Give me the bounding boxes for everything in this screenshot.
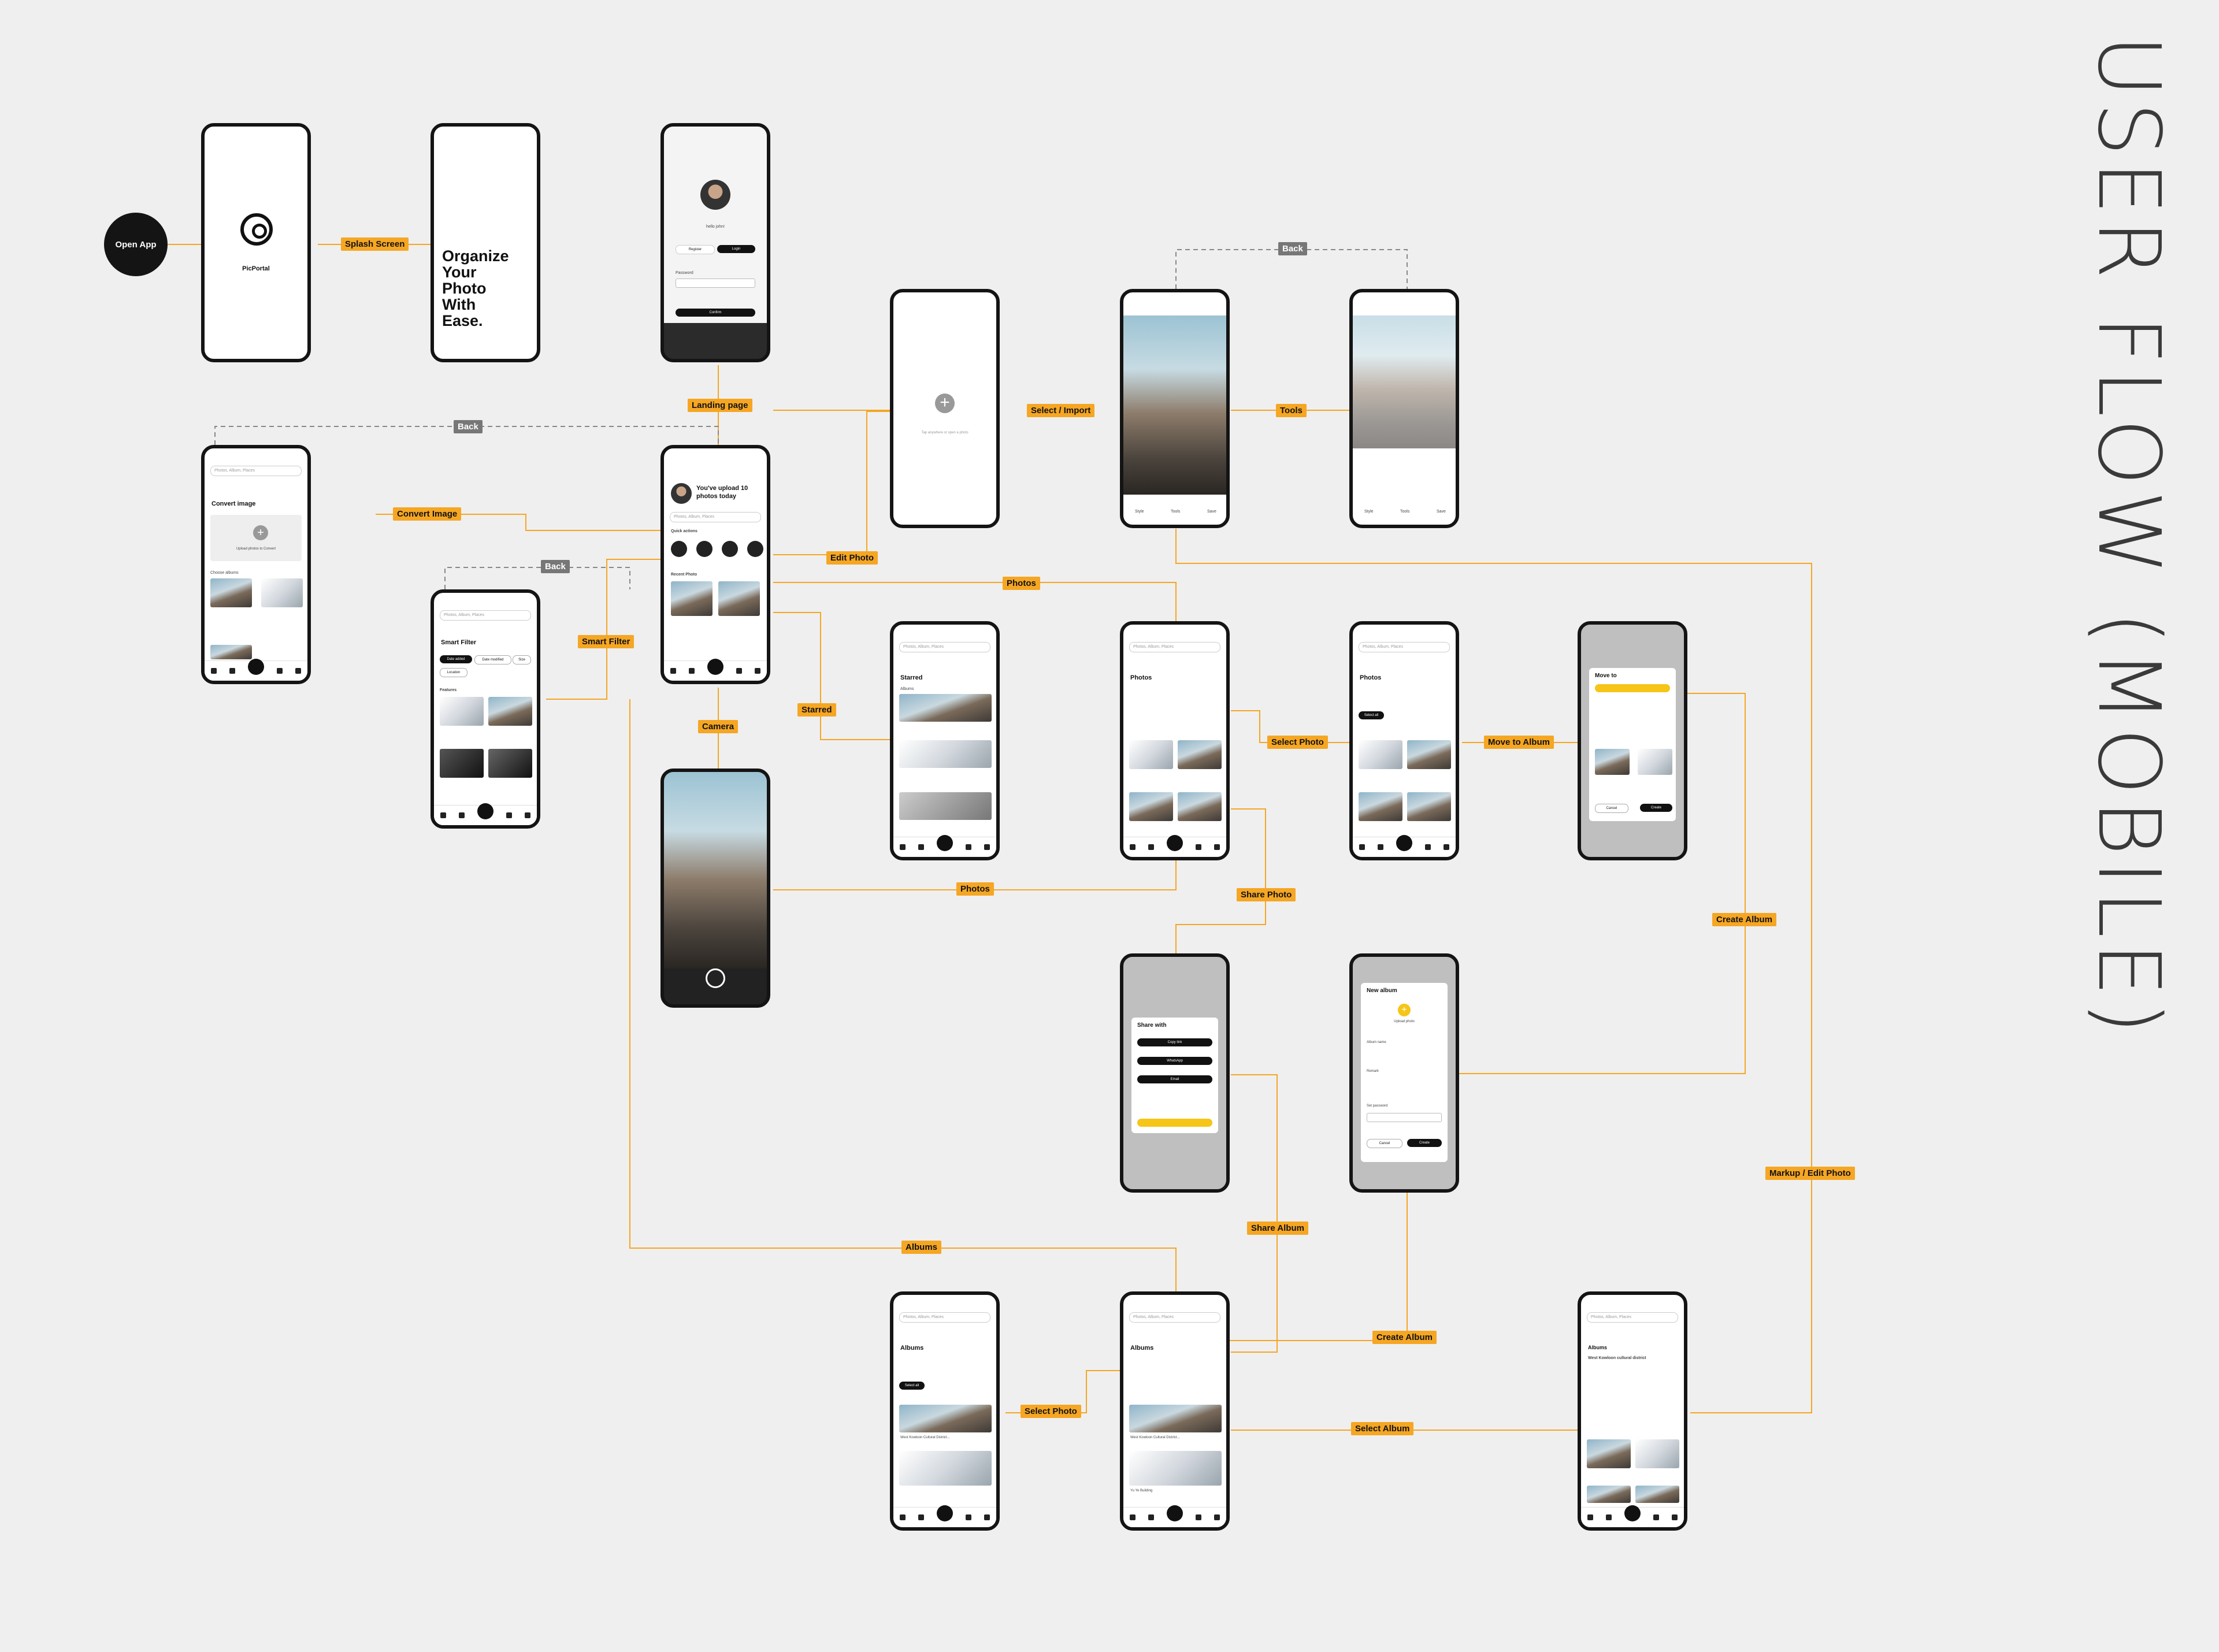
camera-preview	[664, 772, 767, 968]
share-screen: Share with Copy link WhatsApp Email	[1120, 953, 1230, 1193]
add-icon[interactable]: +	[935, 393, 955, 413]
avatar	[700, 180, 730, 210]
label-share-photo: Share Photo	[1237, 888, 1296, 901]
tagline-screen: Organize Your Photo With Ease.	[431, 123, 540, 362]
label-back: Back	[1278, 242, 1307, 255]
email-button[interactable]: Email	[1137, 1075, 1212, 1083]
label-landing-page: Landing page	[688, 399, 752, 412]
login-card: hello john! Register Login Password Conf…	[664, 127, 767, 323]
create-button[interactable]: Create	[1407, 1139, 1442, 1147]
copy-link-button[interactable]: Copy link	[1137, 1038, 1212, 1046]
upload-area[interactable]: + Upload photos to Convert	[210, 515, 302, 561]
label-photos: Photos	[956, 882, 994, 896]
edit-photo	[1123, 315, 1226, 495]
label-select-album: Select Album	[1351, 1422, 1414, 1435]
photos-select-screen: Photos, Album, Places Photos Select all	[1349, 621, 1459, 860]
share-confirm-button[interactable]	[1137, 1119, 1212, 1127]
cancel-button[interactable]: Cancel	[1367, 1139, 1402, 1148]
whatsapp-button[interactable]: WhatsApp	[1137, 1057, 1212, 1065]
label-back: Back	[541, 560, 570, 573]
bottom-nav	[664, 659, 767, 681]
editor-screen: Style Tools Save	[1120, 289, 1230, 528]
label-smart-filter: Smart Filter	[578, 635, 634, 648]
select-all-button[interactable]: Select all	[899, 1382, 925, 1390]
label-select-import: Select / Import	[1027, 404, 1095, 417]
open-app-node[interactable]: Open App	[104, 213, 168, 276]
new-album-dialog: New album + Upload photo Album name Rema…	[1361, 983, 1448, 1162]
label-back: Back	[454, 420, 483, 433]
label-select-photo: Select Photo	[1267, 736, 1328, 749]
upload-photo-icon[interactable]: +	[1398, 1004, 1411, 1016]
bottom-nav	[1581, 1505, 1684, 1527]
smart-filter-screen: Photos, Album, Places Smart Filter Date …	[431, 589, 540, 829]
label-select-photo: Select Photo	[1021, 1405, 1081, 1418]
tagline: Organize Your Photo With Ease.	[442, 247, 509, 329]
filter-chip[interactable]: Size	[513, 655, 531, 664]
tools-grid	[1353, 448, 1456, 500]
bottom-nav	[1123, 835, 1226, 857]
picportal-logo-icon	[240, 213, 273, 246]
label-albums: Albums	[901, 1241, 942, 1254]
label-convert-image: Convert Image	[393, 507, 462, 521]
tools-photo	[1353, 315, 1456, 448]
create-button[interactable]: Create	[1640, 804, 1672, 812]
select-all-button[interactable]: Select all	[1359, 711, 1384, 719]
label-splash-screen: Splash Screen	[341, 237, 409, 251]
login-tab[interactable]: Login	[717, 245, 755, 253]
starred-screen: Photos, Album, Places Starred Albums	[890, 621, 1000, 860]
label-photos: Photos	[1003, 577, 1040, 590]
bottom-nav	[893, 1505, 996, 1527]
bottom-nav	[205, 659, 307, 681]
label-create-album: Create Album	[1712, 913, 1776, 926]
splash-logo-screen: PicPortal	[201, 123, 311, 362]
move-dialog: Move to Cancel Create	[1589, 668, 1676, 821]
label-create-album: Create Album	[1372, 1331, 1437, 1344]
label-markup-edit-photo: Markup / Edit Photo	[1765, 1167, 1855, 1180]
password-input[interactable]	[676, 279, 755, 288]
filter-chip[interactable]: Date added	[440, 655, 472, 663]
new-album-screen: New album + Upload photo Album name Rema…	[1349, 953, 1459, 1193]
new-album-button[interactable]	[1595, 684, 1670, 692]
shutter-button[interactable]	[706, 968, 725, 988]
bottom-nav	[1353, 835, 1456, 857]
app-name: PicPortal	[242, 265, 270, 272]
tools-screen: Style Tools Save	[1349, 289, 1459, 528]
photos-screen: Photos, Album, Places Photos	[1120, 621, 1230, 860]
flow-title: USER FLOW (MOBILE)	[2079, 35, 2179, 1040]
albums-screen: Photos, Album, Places Albums West Kowloo…	[1120, 1291, 1230, 1531]
label-share-album: Share Album	[1247, 1222, 1308, 1235]
bottom-nav	[893, 835, 996, 857]
share-dialog: Share with Copy link WhatsApp Email	[1131, 1018, 1218, 1133]
camera-screen	[660, 769, 770, 1008]
label-camera: Camera	[698, 720, 739, 733]
move-to-screen: Move to Cancel Create	[1578, 621, 1687, 860]
label-starred: Starred	[797, 703, 836, 717]
bottom-nav	[1123, 1505, 1226, 1527]
cancel-button[interactable]: Cancel	[1595, 804, 1628, 813]
filter-chip[interactable]: Location	[440, 668, 467, 677]
avatar	[671, 483, 692, 504]
convert-screen: Photos, Album, Places Convert image + Up…	[201, 445, 311, 684]
confirm-button[interactable]: Confirm	[676, 309, 755, 317]
label-tools: Tools	[1276, 404, 1307, 417]
filter-chip[interactable]: Date modified	[474, 655, 511, 664]
home-screen: You've upload 10 photos today Photos, Al…	[660, 445, 770, 684]
login-screen: hello john! Register Login Password Conf…	[660, 123, 770, 362]
import-screen: + Tap anywhere or open a photo	[890, 289, 1000, 528]
register-tab[interactable]: Register	[676, 245, 715, 254]
albums-select-screen: Photos, Album, Places Albums Select all …	[890, 1291, 1000, 1531]
label-move-to-album: Move to Album	[1484, 736, 1554, 749]
label-edit-photo: Edit Photo	[826, 551, 878, 565]
bottom-nav	[434, 803, 537, 825]
password-input[interactable]	[1367, 1113, 1442, 1122]
album-detail-screen: Photos, Album, Places Albums West Kowloo…	[1578, 1291, 1687, 1531]
